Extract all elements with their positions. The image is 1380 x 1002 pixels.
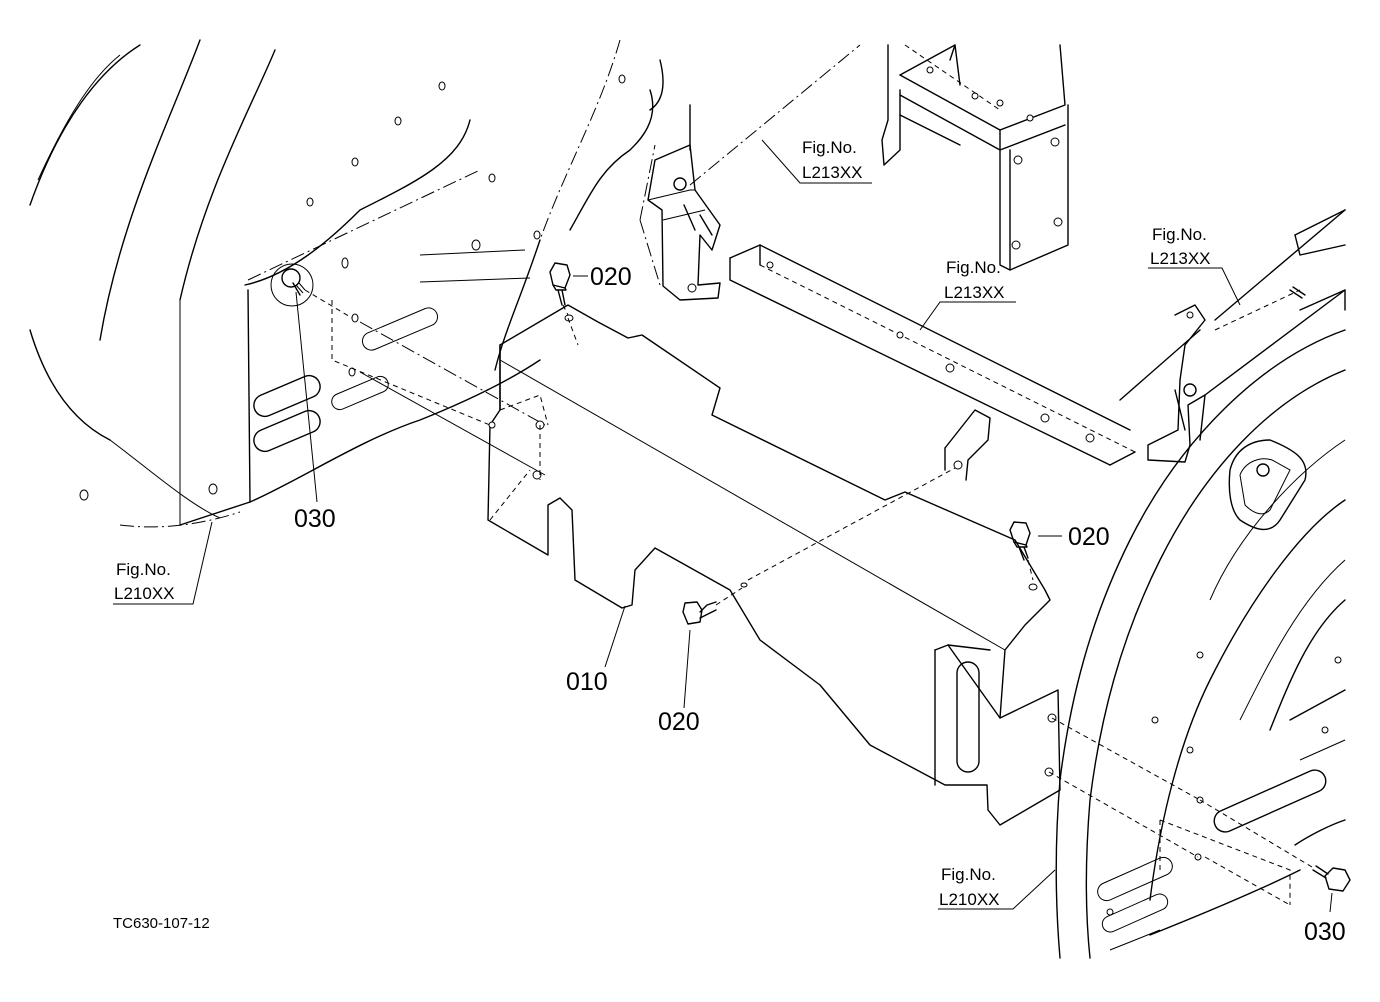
callout-010: 010: [566, 668, 608, 696]
fig-ref-upper-center-line2: L213XX: [802, 163, 863, 182]
fig-ref-center-line1: Fig.No.: [946, 258, 1001, 277]
callout-020-top: 020: [590, 263, 632, 291]
callout-030-left: 030: [294, 505, 336, 533]
fig-ref-center-line2: L213XX: [944, 283, 1005, 302]
fig-ref-left-line1: Fig.No.: [116, 560, 171, 579]
fig-ref-left-line2: L210XX: [114, 584, 175, 603]
upper-right-bracket: [881, 44, 1069, 271]
fig-ref-right-line2: L213XX: [1150, 249, 1211, 268]
cover-part-010: [487, 304, 1061, 826]
callout-020-right: 020: [1068, 523, 1110, 551]
fig-ref-lower-right-line1: Fig.No.: [941, 865, 996, 884]
upper-center-bracket: [639, 44, 861, 301]
callout-030-right: 030: [1304, 918, 1346, 946]
bolt-020-lower: [682, 467, 956, 625]
drawing-code: TC630-107-12: [113, 915, 210, 932]
leader-lines: [113, 139, 1333, 913]
left-fender: [29, 39, 664, 528]
right-fender: [1055, 329, 1346, 959]
fig-ref-right-line1: Fig.No.: [1152, 225, 1207, 244]
fig-ref-upper-center-line1: Fig.No.: [802, 138, 857, 157]
bolt-020-right: [1009, 521, 1034, 581]
center-rail: [729, 244, 1136, 466]
bolt-020-top: [549, 262, 571, 316]
right-bracket: [1119, 209, 1346, 463]
callout-020-lower: 020: [658, 708, 700, 736]
fig-ref-lower-right-line2: L210XX: [939, 890, 1000, 909]
bolt-030-right: [1199, 799, 1351, 906]
